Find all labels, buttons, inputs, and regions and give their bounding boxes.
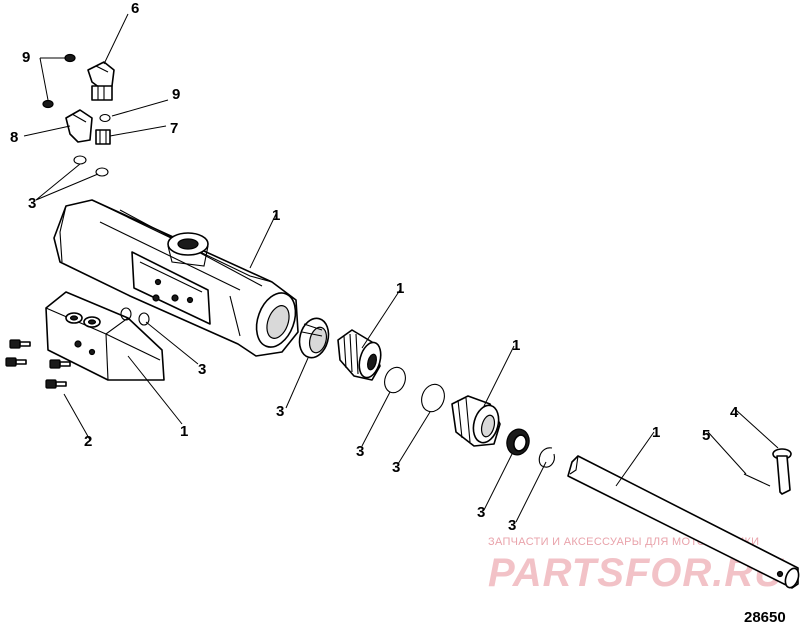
o-ring-large [384, 366, 406, 394]
callout-9: 9 [172, 86, 180, 103]
callout-1: 1 [396, 280, 404, 297]
callout-3: 3 [356, 443, 364, 460]
callout-6: 6 [131, 0, 139, 17]
callout-3: 3 [392, 459, 400, 476]
leader-lines [23, 13, 779, 523]
callout-4: 4 [730, 404, 739, 421]
cylinder-housing [53, 199, 299, 357]
end-cap [451, 395, 501, 447]
callout-1: 1 [512, 337, 520, 354]
diagram-number: 28650 [744, 609, 786, 626]
watermark-tagline: ЗАПЧАСТИ И АКСЕССУАРЫ ДЛЯ МОТОТЕХНИКИ [488, 536, 759, 548]
o-ring [120, 307, 132, 321]
bushing [506, 428, 530, 456]
elbow-fitting-lower [65, 109, 93, 143]
callout-9: 9 [22, 49, 30, 66]
o-ring [99, 113, 111, 123]
callout-7: 7 [170, 120, 178, 137]
callouts: 6 9 9 8 7 3 1 3 1 2 1 3 3 3 1 3 3 1 4 5 [10, 0, 739, 534]
o-ring [42, 99, 54, 109]
callout-2: 2 [84, 433, 92, 450]
seal-ring [298, 317, 330, 359]
clevis-pin [772, 448, 792, 495]
callout-1: 1 [652, 424, 660, 441]
o-ring-large [421, 383, 445, 413]
callout-5: 5 [702, 427, 710, 444]
callout-3: 3 [198, 361, 206, 378]
elbow-fitting-upper [87, 61, 115, 101]
o-ring [73, 155, 87, 165]
piston-rod [567, 455, 800, 589]
straight-connector [95, 129, 111, 145]
callout-3: 3 [28, 195, 36, 212]
retaining-ring [538, 447, 555, 468]
cotter-pin [743, 473, 771, 487]
callout-3: 3 [276, 403, 284, 420]
callout-8: 8 [10, 129, 18, 146]
callout-3: 3 [508, 517, 516, 534]
callout-1: 1 [272, 207, 280, 224]
o-ring [95, 167, 109, 177]
o-ring [138, 312, 150, 326]
piston [337, 329, 382, 381]
callout-3: 3 [477, 504, 485, 521]
o-ring [64, 53, 76, 63]
valve-block [45, 291, 165, 381]
callout-1: 1 [180, 423, 188, 440]
bolts [5, 339, 71, 389]
